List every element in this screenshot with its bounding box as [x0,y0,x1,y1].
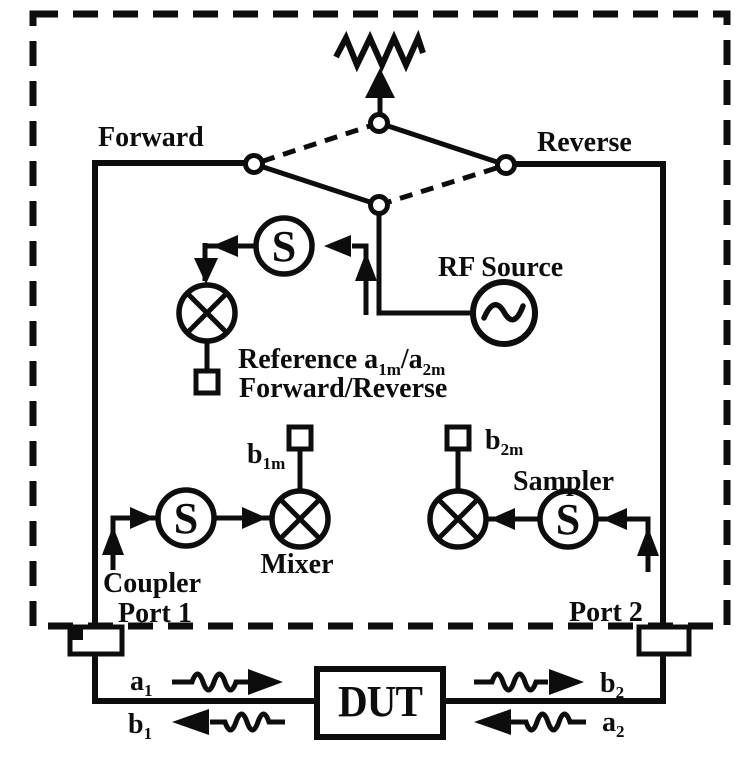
mode-label: Forward/Reverse [239,373,447,404]
port1-sampler-letter: S [174,494,198,543]
switch-node-top [368,112,390,134]
port1-mixer-icon [269,488,331,550]
b2-label-sub: 2 [616,683,625,702]
switch-node-right [495,154,517,176]
b2m-label-sub: 2m [501,440,524,459]
port2-mixer-in-arrowhead [490,508,515,530]
switch-arm-dashed-bottom-right [378,162,507,208]
port1-mixer-in-arrowhead [242,507,267,529]
source-feed-line [376,209,473,316]
a2-label-base: a [602,707,616,738]
wave-arrows [172,669,586,735]
reference-channel: S [176,215,377,396]
switch-arm-solid-top-right [378,120,507,168]
sine-wave-icon [481,302,526,323]
reverse-label: Reverse [537,127,632,158]
b1-label-base: b [128,709,144,740]
reference-label-main: Reference a [238,344,378,375]
transfer-switch [243,96,517,216]
reference-label-sub1: 1m [378,360,401,379]
reference-tap-line [352,243,369,315]
rf-source-label: RF Source [438,252,563,283]
b2m-channel: S [427,424,659,572]
port2-mixer-icon [427,488,489,550]
port2-sampler-letter: S [556,495,580,544]
a1-label: a1 [130,666,153,700]
reference-label-sub2: 2m [423,360,446,379]
b2-label: b2 [600,668,624,702]
rf-source-icon [470,279,538,347]
b1-wave-arrow [210,711,285,733]
b1m-terminal [286,424,314,452]
reference-mixer-down-arrowhead [194,258,218,284]
termination-arrowhead [365,68,395,98]
reference-sampler-letter: S [272,222,296,271]
a1-label-base: a [130,666,144,697]
b1m-label-base: b [247,439,263,470]
port2-connector [636,624,692,657]
a1-wave-arrow [172,671,248,693]
port2-label: Port 2 [569,597,643,628]
reference-sampler-in-arrowhead [324,235,351,257]
a2-label-sub: 2 [616,722,625,741]
b1m-channel: S [102,424,331,570]
border-dash-fragment [71,629,83,640]
port1-label: Port 1 [118,598,192,629]
a2-left-arrowhead [474,709,511,735]
b2m-terminal [444,424,472,452]
switch-arm-dashed-top-left [253,120,380,167]
port2-sampler-in-arrowhead [602,508,627,530]
sampler-label: Sampler [513,466,614,497]
reference-label-mid: /a [400,344,423,375]
port2-rail [443,161,666,704]
port1-coupler-up-arrowhead [102,526,124,555]
reference-mixer-icon [176,282,238,344]
dut-box [314,666,446,740]
reference-out-left-arrowhead [212,235,238,257]
termination-resistor-icon [333,29,426,73]
forward-label: Forward [98,122,204,153]
mixer-label: Mixer [260,549,333,580]
switch-arm-solid-bottom-left [253,161,380,208]
a2-label: a2 [602,707,625,741]
b1m-label: b1m [247,439,285,473]
b1m-label-sub: 1m [263,454,286,473]
port1-sampler-in-arrowhead [130,507,155,529]
dut-label: DUT [338,677,423,726]
b2-right-arrowhead [549,669,584,695]
b2m-label-base: b [485,425,501,456]
switch-node-bottom [368,194,390,216]
instrument-boundary-dashed [29,10,731,630]
port2-coupler-up-arrowhead [637,527,659,556]
mixer-x-line [437,498,479,540]
b2-wave-arrow [474,671,548,693]
a1-label-sub: 1 [144,681,153,700]
b1-label-sub: 1 [144,724,153,743]
mixer-x-line [279,498,321,540]
switch-node-left [243,153,265,175]
a2-wave-arrow [511,711,586,733]
a1-right-arrowhead [248,669,283,695]
mixer-x-line [186,292,228,334]
b1-label: b1 [128,709,152,743]
coupler-label: Coupler [103,568,201,599]
reference-tap-up-arrowhead [355,252,377,281]
b2m-label: b2m [485,425,523,459]
port1-rail [92,160,317,704]
reference-output-terminal [193,368,221,396]
reference-label: Reference a1m/a2m [238,344,445,379]
b2-label-base: b [600,668,616,699]
b1-left-arrowhead [172,709,209,735]
